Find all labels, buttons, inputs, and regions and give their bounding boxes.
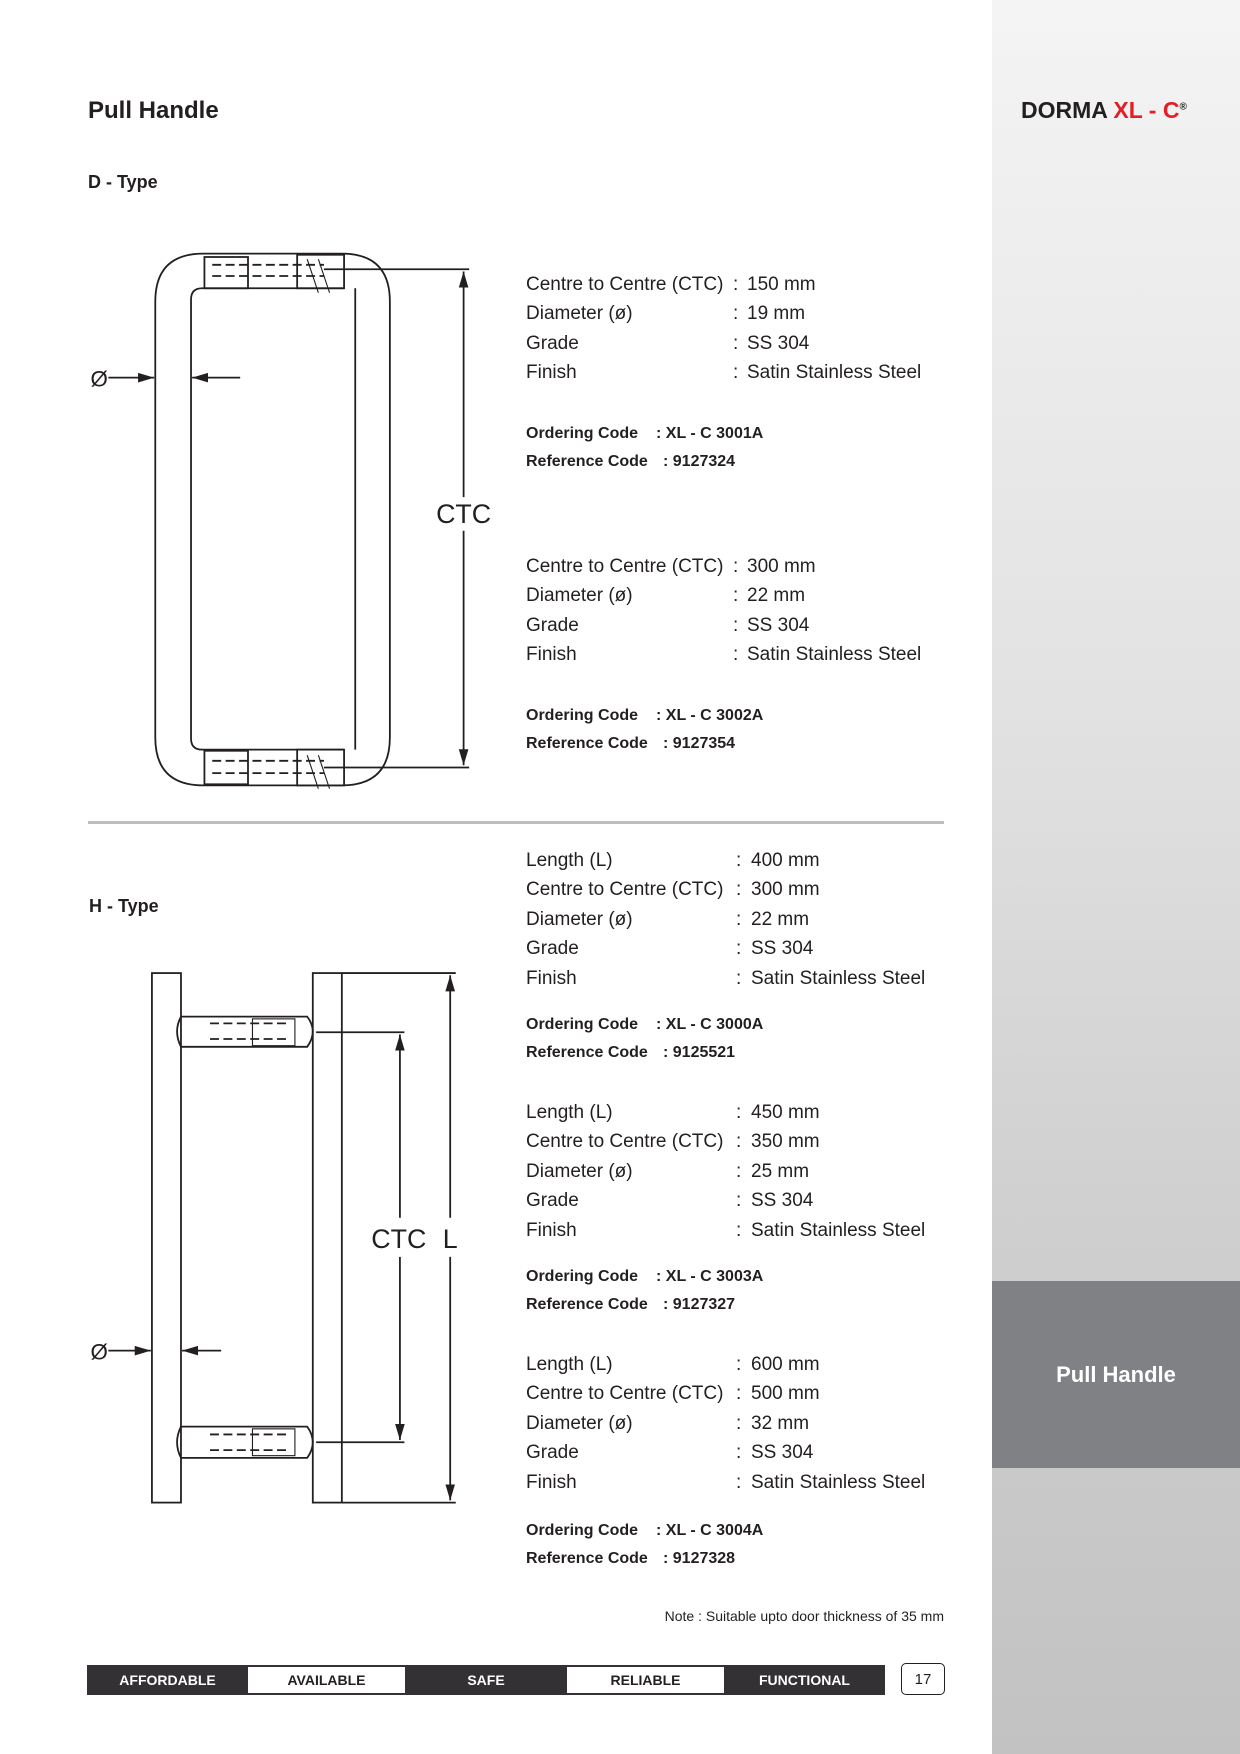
h-type-heading: H - Type: [89, 896, 159, 916]
sidebar-section-label: Pull Handle: [992, 1281, 1240, 1468]
ordering-code: : XL - C 3003A: [656, 1268, 764, 1285]
codes-h-1: Ordering Code : XL - C 3000A Reference Co…: [526, 1011, 763, 1067]
brand-logo: DORMA XL - C®: [1021, 97, 1187, 124]
spec-value: 22 mm: [751, 908, 810, 930]
spec-label: Length (L): [526, 1102, 613, 1123]
spec-label: Centre to Centre (CTC): [526, 1131, 724, 1153]
ordering-code-label: Ordering Code: [526, 707, 639, 724]
spec-value: 150 mm: [747, 274, 816, 295]
codes-h-2: Ordering Code : XL - C 3003A Reference Co…: [526, 1263, 763, 1319]
footer-item-safe: SAFE: [405, 1665, 567, 1695]
ordering-code: : XL - C 3002A: [656, 707, 764, 724]
ordering-code-label: Ordering Code: [526, 1016, 639, 1033]
reference-code: : 9125521: [663, 1044, 736, 1061]
section-divider: [88, 821, 944, 824]
d-type-drawing: [108, 252, 470, 789]
spec-label: Centre to Centre (CTC): [526, 1383, 724, 1405]
spec-label: Finish: [526, 1219, 577, 1241]
logo-text-dorma: DORMA: [1021, 97, 1108, 123]
codes-d-2: Ordering Code : XL - C 3002A Reference Co…: [526, 702, 763, 758]
spec-value: 19 mm: [747, 303, 806, 325]
spec-value: Satin Stainless Steel: [751, 1471, 926, 1493]
page-title: Pull Handle: [88, 97, 219, 124]
footer-item-functional: FUNCTIONAL: [724, 1665, 885, 1695]
reference-code-label: Reference Code: [526, 1296, 648, 1313]
footer-bar: AFFORDABLE AVAILABLE SAFE RELIABLE FUNCT…: [87, 1665, 885, 1695]
codes-d-1: Ordering Code : XL - C 3001A Reference Co…: [526, 420, 763, 476]
spec-value: SS 304: [747, 614, 810, 636]
spec-label: Length (L): [526, 1354, 613, 1375]
spec-value: 25 mm: [751, 1160, 810, 1182]
spec-label: Diameter (ø): [526, 1412, 633, 1434]
spec-value: 32 mm: [751, 1412, 810, 1434]
spec-value: SS 304: [751, 1442, 814, 1464]
spec-label: Centre to Centre (CTC): [526, 556, 724, 577]
spec-value: SS 304: [747, 332, 810, 354]
spec-value: 500 mm: [751, 1383, 820, 1405]
spec-value: Satin Stainless Steel: [747, 644, 922, 666]
h-length-label: L: [443, 1224, 458, 1254]
spec-label: Length (L): [526, 850, 613, 871]
footer-item-available: AVAILABLE: [248, 1665, 405, 1695]
codes-h-3: Ordering Code : XL - C 3004A Reference Co…: [526, 1517, 763, 1573]
ordering-code-label: Ordering Code: [526, 1268, 639, 1285]
footer-item-affordable: AFFORDABLE: [87, 1665, 248, 1695]
spec-label: Grade: [526, 614, 579, 636]
spec-label: Grade: [526, 1442, 579, 1464]
reference-code: : 9127327: [663, 1296, 736, 1313]
h-type-drawing: [108, 972, 456, 1504]
spec-value: 350 mm: [751, 1131, 820, 1153]
spec-label: Diameter (ø): [526, 585, 633, 607]
spec-value: 22 mm: [747, 585, 806, 607]
page-number: 17: [901, 1663, 945, 1695]
footnote: Note : Suitable upto door thickness of 3…: [664, 1608, 944, 1624]
spec-value: Satin Stainless Steel: [751, 1219, 926, 1241]
spec-label: Diameter (ø): [526, 908, 633, 930]
reference-code: : 9127354: [663, 735, 736, 752]
ordering-code: : XL - C 3000A: [656, 1016, 764, 1033]
ordering-code-label: Ordering Code: [526, 425, 639, 442]
spec-label: Diameter (ø): [526, 303, 633, 325]
spec-label: Grade: [526, 1190, 579, 1212]
reference-code: : 9127324: [663, 453, 736, 470]
spec-value: SS 304: [751, 938, 814, 960]
ordering-code-label: Ordering Code: [526, 1522, 639, 1539]
d-diameter-label: Ø: [90, 367, 107, 392]
spec-value: 300 mm: [747, 556, 816, 577]
ordering-code: : XL - C 3001A: [656, 425, 764, 442]
h-ctc-label: CTC: [371, 1224, 426, 1254]
spec-value: 600 mm: [751, 1354, 820, 1375]
spec-label: Finish: [526, 644, 577, 666]
footer-item-reliable: RELIABLE: [567, 1665, 724, 1695]
spec-value: 450 mm: [751, 1102, 820, 1123]
reference-code-label: Reference Code: [526, 735, 648, 752]
d-ctc-label: CTC: [436, 499, 491, 529]
ordering-code: : XL - C 3004A: [656, 1522, 764, 1539]
spec-label: Grade: [526, 938, 579, 960]
registered-mark: ®: [1179, 101, 1187, 113]
spec-label: Finish: [526, 1471, 577, 1493]
spec-value: 400 mm: [751, 850, 820, 871]
spec-label: Centre to Centre (CTC): [526, 274, 724, 295]
logo-text-xlc: XL - C: [1113, 97, 1180, 123]
reference-code-label: Reference Code: [526, 453, 648, 470]
d-type-heading: D - Type: [88, 172, 158, 192]
reference-code-label: Reference Code: [526, 1550, 648, 1567]
spec-label: Finish: [526, 362, 577, 384]
spec-value: 300 mm: [751, 879, 820, 901]
spec-label: Diameter (ø): [526, 1160, 633, 1182]
h-diameter-label: Ø: [90, 1340, 107, 1365]
reference-code: : 9127328: [663, 1550, 736, 1567]
spec-value: Satin Stainless Steel: [747, 362, 922, 384]
spec-label: Grade: [526, 332, 579, 354]
spec-value: Satin Stainless Steel: [751, 967, 926, 989]
spec-value: SS 304: [751, 1190, 814, 1212]
spec-label: Centre to Centre (CTC): [526, 879, 724, 901]
spec-label: Finish: [526, 967, 577, 989]
reference-code-label: Reference Code: [526, 1044, 648, 1061]
